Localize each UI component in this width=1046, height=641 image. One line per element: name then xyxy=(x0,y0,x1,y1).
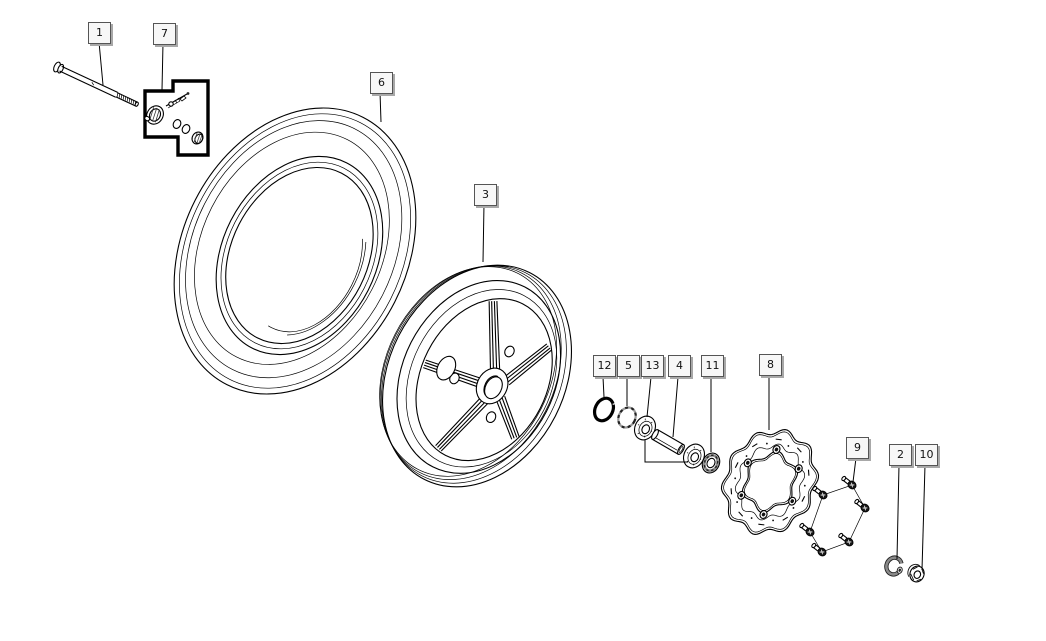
brake-disc-drawing[interactable] xyxy=(704,413,836,552)
disc-screw[interactable] xyxy=(811,485,828,501)
leader-lines xyxy=(98,41,926,571)
axle-thread-hatching xyxy=(116,92,137,106)
part-label-o-ring[interactable]: 12 xyxy=(593,355,616,377)
disc-screw[interactable] xyxy=(798,522,815,538)
part-label-seal-collar[interactable]: 11 xyxy=(701,355,724,377)
o-ring-drawing[interactable] xyxy=(591,395,617,424)
disc-screw[interactable] xyxy=(837,532,854,548)
seal-collar-drawing[interactable] xyxy=(699,450,723,476)
valve-cap xyxy=(191,131,204,145)
valve-group-outline xyxy=(143,79,210,157)
valve-o-ring-small xyxy=(181,124,191,134)
part-label-circlip[interactable]: 5 xyxy=(617,355,640,377)
part-label-disc-screws[interactable]: 9 xyxy=(846,437,869,459)
axle-bolt-drawing[interactable] xyxy=(52,61,140,109)
part-label-brake-disc[interactable]: 8 xyxy=(759,354,782,376)
tyre-drawing[interactable] xyxy=(127,67,463,436)
spacer-bush-drawing[interactable] xyxy=(882,553,906,578)
valve-assembly-drawing[interactable] xyxy=(143,79,210,157)
part-label-tyre[interactable]: 6 xyxy=(370,72,393,94)
wheel-rim-drawing[interactable] xyxy=(342,231,608,519)
disc-screw[interactable] xyxy=(840,475,857,491)
wheel-bearings-drawing[interactable] xyxy=(631,413,709,472)
part-label-wheel-rim[interactable]: 3 xyxy=(474,184,497,206)
spacer-tube-drawing[interactable] xyxy=(650,429,685,456)
axle-nut-drawing[interactable] xyxy=(905,562,926,584)
disc-screw[interactable] xyxy=(853,498,870,514)
part-label-axle-bolt[interactable]: 1 xyxy=(88,22,111,44)
circlip-drawing[interactable] xyxy=(615,405,639,431)
disc-screws-drawing[interactable] xyxy=(798,475,870,558)
part-label-spacer-tube[interactable]: 4 xyxy=(668,355,691,377)
valve-core xyxy=(165,92,190,109)
part-label-bearings[interactable]: 13 xyxy=(641,355,664,377)
part-label-spacer-bush[interactable]: 2 xyxy=(889,444,912,466)
valve-o-ring-small xyxy=(172,119,182,129)
disc-screw[interactable] xyxy=(810,542,827,558)
valve-body xyxy=(144,105,164,125)
part-label-axle-nut[interactable]: 10 xyxy=(915,444,938,466)
wheel-spokes xyxy=(423,301,553,452)
part-label-valve-assembly[interactable]: 7 xyxy=(153,23,176,45)
